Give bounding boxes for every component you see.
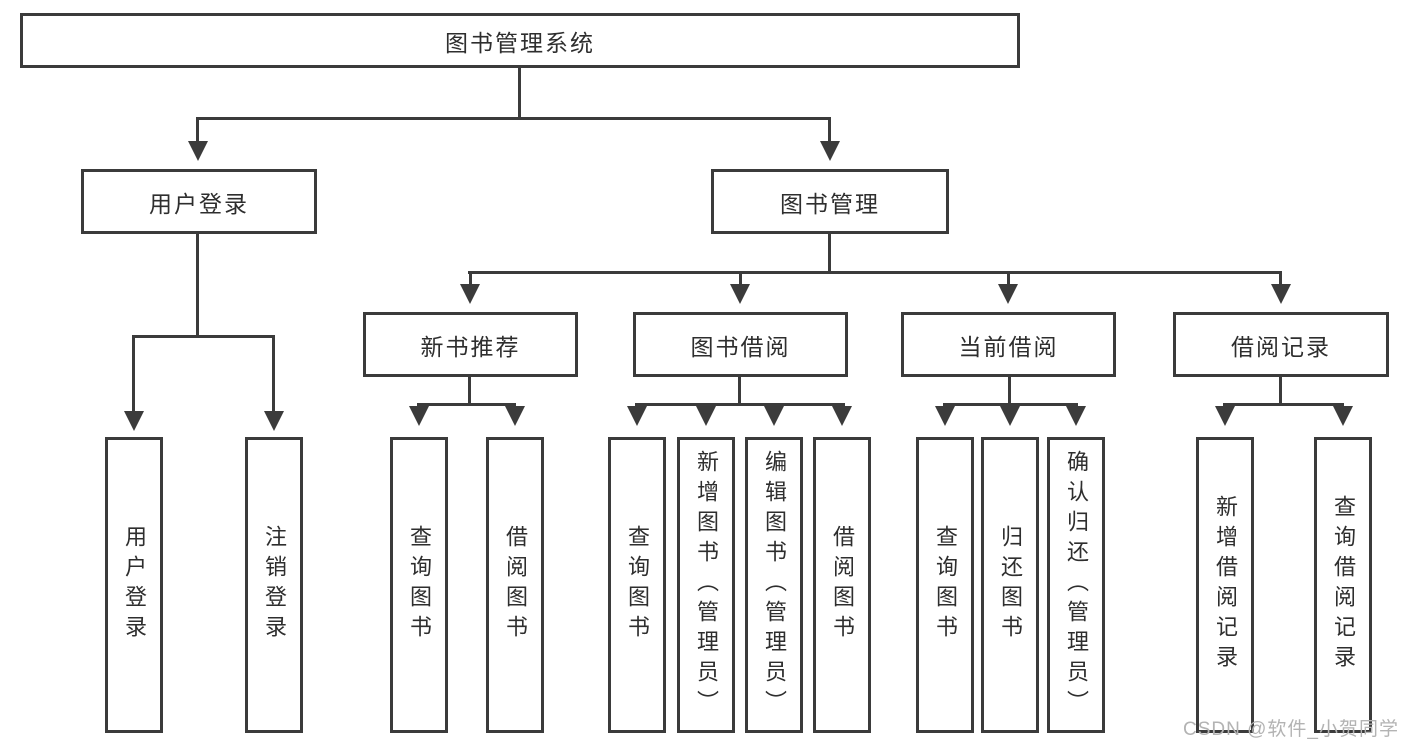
node-label: 注销登录 bbox=[262, 525, 287, 645]
node-borrowing-records: 借阅记录 bbox=[1173, 312, 1389, 377]
leaf-query-books-1: 查询图书 bbox=[390, 437, 448, 733]
node-user-login: 用户登录 bbox=[81, 169, 317, 234]
connector-group1-bar bbox=[132, 335, 275, 338]
arrow-down-icon bbox=[1271, 284, 1291, 304]
arrow-down-icon bbox=[264, 411, 284, 431]
node-label: 查询图书 bbox=[407, 525, 432, 645]
node-new-book-recommendation: 新书推荐 bbox=[363, 312, 578, 377]
arrow-down-icon bbox=[1066, 406, 1086, 426]
leaf-edit-books-admin: 编辑图书（管理员） bbox=[745, 437, 803, 733]
arrow-down-icon bbox=[832, 406, 852, 426]
leaf-borrow-books-1: 借阅图书 bbox=[486, 437, 544, 733]
node-label: 新书推荐 bbox=[420, 333, 521, 360]
node-label: 当前借阅 bbox=[958, 333, 1059, 360]
node-label: 查询图书 bbox=[933, 525, 958, 645]
leaf-add-books-admin: 新增图书（管理员） bbox=[677, 437, 735, 733]
arrow-down-icon bbox=[764, 406, 784, 426]
node-label: 借阅图书 bbox=[503, 525, 528, 645]
leaf-confirm-return-admin: 确认归还（管理员） bbox=[1047, 437, 1105, 733]
connector-group3-bar bbox=[635, 403, 845, 406]
connector-user-login-drop bbox=[196, 234, 199, 337]
node-label: 新增图书（管理员） bbox=[694, 450, 719, 720]
node-label: 借阅图书 bbox=[830, 525, 855, 645]
arrow-down-icon bbox=[998, 284, 1018, 304]
leaf-user-login: 用户登录 bbox=[105, 437, 163, 733]
connector-group4-bar bbox=[943, 403, 1078, 406]
connector-root-drop bbox=[518, 68, 521, 120]
arrow-down-icon bbox=[1000, 406, 1020, 426]
node-label: 确认归还（管理员） bbox=[1064, 450, 1089, 720]
node-label: 归还图书 bbox=[998, 525, 1023, 645]
leaf-add-borrow-record: 新增借阅记录 bbox=[1196, 437, 1254, 733]
arrow-down-icon bbox=[505, 406, 525, 426]
node-label: 新增借阅记录 bbox=[1213, 495, 1238, 675]
connector-to-user-login bbox=[196, 118, 199, 144]
arrow-down-icon bbox=[627, 406, 647, 426]
arrow-down-icon bbox=[409, 406, 429, 426]
connector-group1-right bbox=[272, 335, 275, 412]
connector-group2-bar bbox=[417, 403, 516, 406]
arrow-down-icon bbox=[124, 411, 144, 431]
arrow-down-icon bbox=[460, 284, 480, 304]
connector-group1-left bbox=[132, 335, 135, 412]
arrow-down-icon bbox=[730, 284, 750, 304]
arrow-down-icon bbox=[1215, 406, 1235, 426]
leaf-borrow-books-2: 借阅图书 bbox=[813, 437, 871, 733]
connector-to-book-management bbox=[828, 118, 831, 144]
node-book-management: 图书管理 bbox=[711, 169, 949, 234]
node-label: 图书借阅 bbox=[690, 333, 791, 360]
connector-to-book-borrow bbox=[739, 271, 742, 286]
arrow-down-icon bbox=[935, 406, 955, 426]
connector-to-current-borrow bbox=[1007, 271, 1010, 286]
leaf-return-books: 归还图书 bbox=[981, 437, 1039, 733]
node-label: 借阅记录 bbox=[1231, 333, 1331, 360]
connector-book-borrow-drop bbox=[738, 377, 741, 406]
connector-new-book-drop bbox=[468, 377, 471, 406]
connector-level2-bar bbox=[196, 117, 831, 120]
node-label: 查询图书 bbox=[625, 525, 650, 645]
connector-borrow-record-drop bbox=[1279, 377, 1282, 406]
leaf-logout: 注销登录 bbox=[245, 437, 303, 733]
arrow-down-icon bbox=[1333, 406, 1353, 426]
leaf-query-books-3: 查询图书 bbox=[916, 437, 974, 733]
node-label: 编辑图书（管理员） bbox=[762, 450, 787, 720]
connector-book-management-drop bbox=[828, 234, 831, 273]
leaf-query-books-2: 查询图书 bbox=[608, 437, 666, 733]
connector-to-borrow-record bbox=[1279, 271, 1282, 286]
connector-to-new-book bbox=[469, 271, 472, 286]
arrow-down-icon bbox=[696, 406, 716, 426]
arrow-down-icon bbox=[188, 141, 208, 161]
connector-level3-bar bbox=[468, 271, 1282, 274]
leaf-query-borrow-record: 查询借阅记录 bbox=[1314, 437, 1372, 733]
arrow-down-icon bbox=[820, 141, 840, 161]
watermark: CSDN @软件_小贺同学 bbox=[1183, 719, 1399, 740]
node-label: 用户登录 bbox=[122, 525, 147, 645]
connector-current-borrow-drop bbox=[1008, 377, 1011, 406]
node-book-borrowing: 图书借阅 bbox=[633, 312, 848, 377]
node-label: 图书管理 bbox=[780, 190, 880, 217]
node-label: 用户登录 bbox=[149, 190, 249, 217]
node-label: 图书管理系统 bbox=[445, 29, 595, 56]
node-current-borrowing: 当前借阅 bbox=[901, 312, 1116, 377]
node-root-library-system: 图书管理系统 bbox=[20, 13, 1020, 68]
node-label: 查询借阅记录 bbox=[1331, 495, 1356, 675]
connector-group5-bar bbox=[1223, 403, 1344, 406]
